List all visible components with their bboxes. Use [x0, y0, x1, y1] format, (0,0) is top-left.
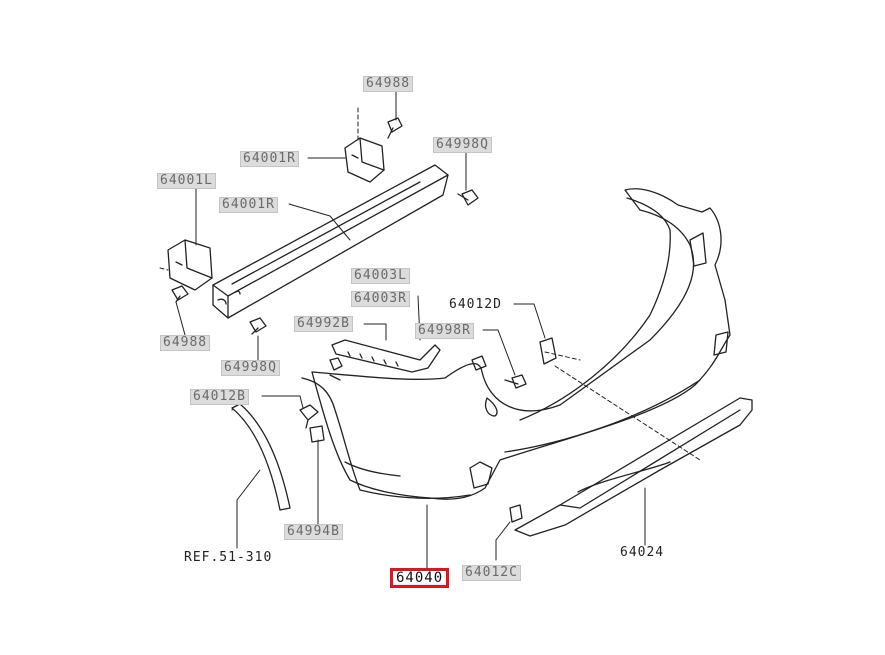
label-64992b[interactable]: 64992B	[294, 316, 353, 332]
leader-lines	[159, 87, 701, 571]
label-64024[interactable]: 64024	[620, 545, 665, 560]
label-64998q-left[interactable]: 64998Q	[221, 360, 280, 376]
label-ref-51-310: REF.51-310	[184, 550, 273, 565]
clips	[299, 337, 557, 523]
label-64040-highlighted[interactable]: 64040	[390, 568, 450, 588]
label-64003r[interactable]: 64003R	[351, 291, 410, 307]
label-64003l[interactable]: 64003L	[351, 268, 410, 284]
label-64988-left[interactable]: 64988	[160, 335, 211, 351]
label-64001l[interactable]: 64001L	[157, 173, 216, 189]
label-64001r-mid[interactable]: 64001R	[219, 197, 278, 213]
lower-garnish	[514, 397, 753, 537]
bumper-cover	[301, 188, 731, 500]
label-64998r[interactable]: 64998R	[415, 323, 474, 339]
side-bracket	[331, 339, 441, 373]
label-64012c[interactable]: 64012C	[462, 565, 521, 581]
left-bracket	[167, 239, 213, 291]
right-bracket	[344, 137, 385, 183]
bolts	[171, 117, 527, 389]
label-64012d[interactable]: 64012D	[449, 297, 502, 312]
label-64998q-top[interactable]: 64998Q	[433, 137, 492, 153]
label-64994b[interactable]: 64994B	[284, 524, 343, 540]
wheel-arch-molding	[231, 403, 291, 511]
reinforcement-bar	[212, 164, 449, 319]
label-64001r-top[interactable]: 64001R	[240, 151, 299, 167]
label-64012b[interactable]: 64012B	[190, 389, 249, 405]
label-64988-top[interactable]: 64988	[363, 76, 414, 92]
